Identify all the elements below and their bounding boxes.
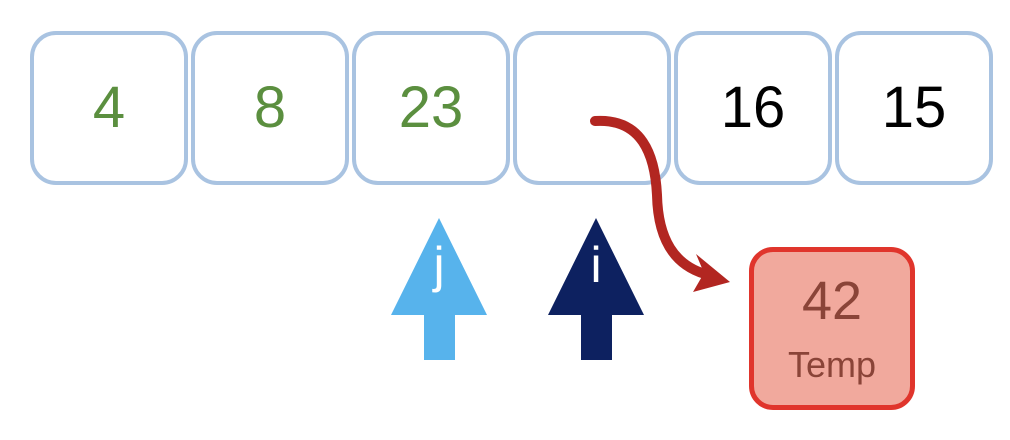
up-arrow-icon — [548, 218, 644, 360]
pointer-i-shape — [548, 218, 644, 360]
array-cell-5: 15 — [835, 31, 993, 185]
pointer-i: i — [548, 218, 644, 360]
temp-value: 42 — [801, 271, 863, 331]
move-arrow-head — [693, 254, 730, 292]
array-cell-3-empty — [513, 31, 671, 185]
temp-label: Temp — [787, 344, 877, 385]
array-cell-0: 4 — [30, 31, 188, 185]
array-cell-2: 23 — [352, 31, 510, 185]
pointer-j-label: j — [433, 237, 445, 293]
array-cell-4: 16 — [674, 31, 832, 185]
up-arrow-icon — [391, 218, 487, 360]
array-cell-1: 8 — [191, 31, 349, 185]
pointer-i-label: i — [590, 237, 602, 293]
temp-variable-box: 42 Temp — [749, 247, 915, 410]
pointer-j-shape — [391, 218, 487, 360]
pointer-j: j — [391, 218, 487, 360]
